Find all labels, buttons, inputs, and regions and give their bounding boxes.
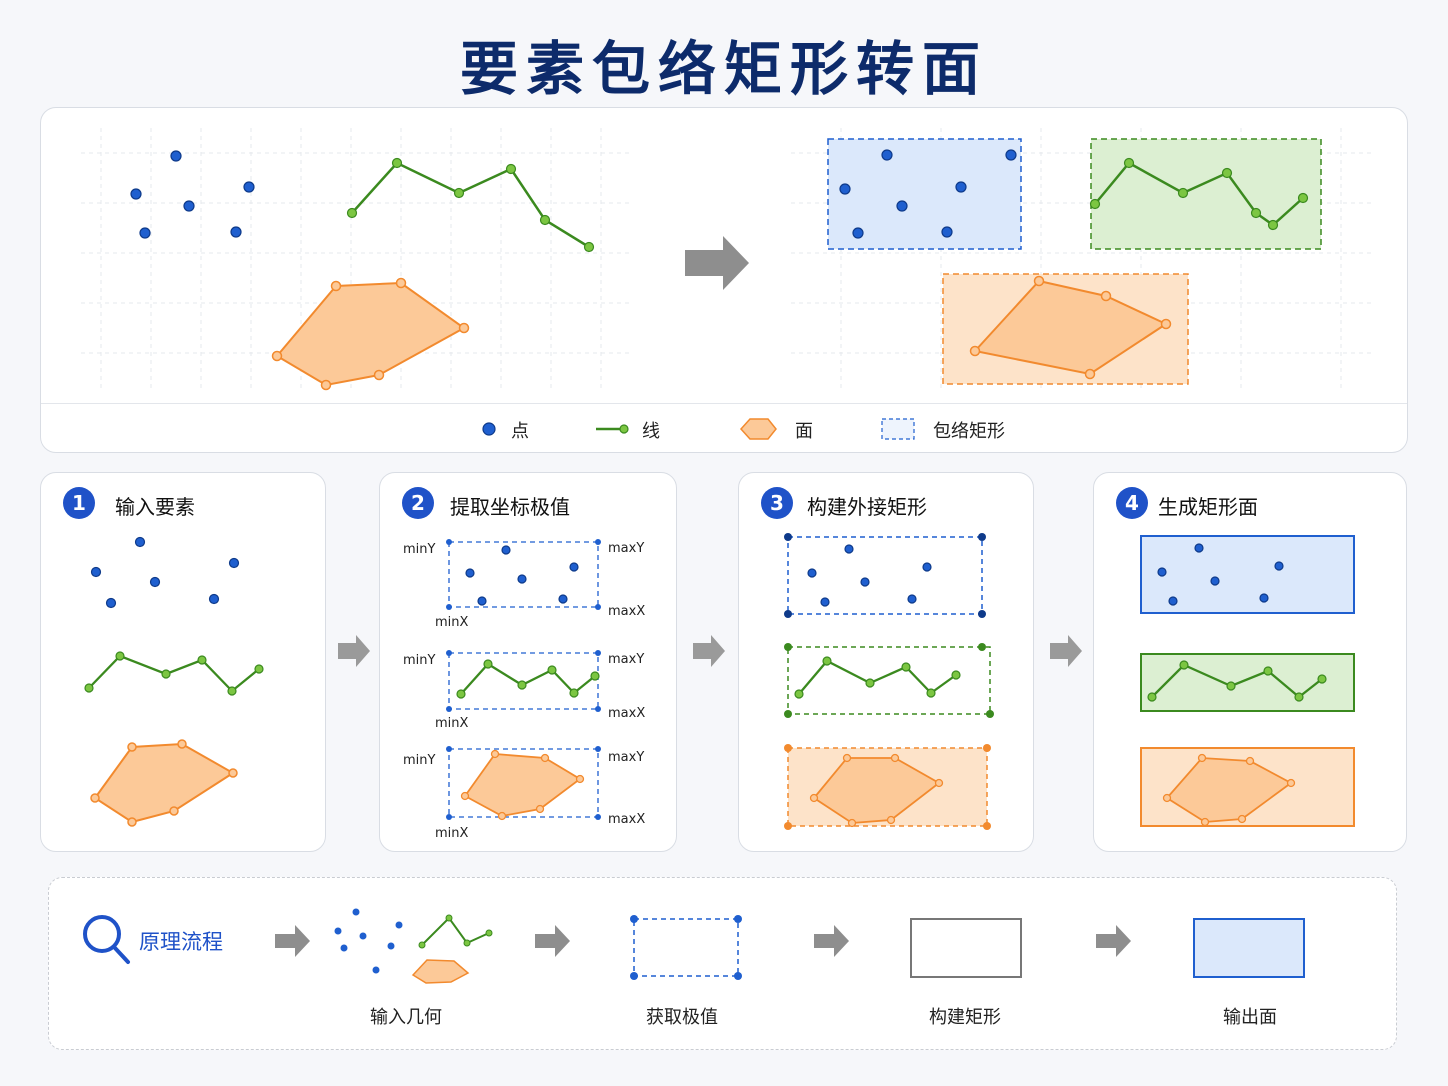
max-y-label: maxY — [608, 750, 644, 765]
legend-line-label: 线 — [642, 421, 660, 442]
step-title: 提取坐标极值 — [450, 495, 570, 519]
right-arrow-icon — [814, 925, 849, 957]
step-number-badge: 2 — [402, 487, 434, 519]
flow-title: 原理流程 — [139, 930, 223, 954]
mini-build-rect — [910, 918, 1022, 978]
input-polygon — [271, 277, 470, 391]
min-y-label: minY — [403, 653, 436, 668]
overview-diagram — [81, 128, 1371, 440]
mini-output-face — [1193, 918, 1305, 978]
right-arrow-icon — [1050, 635, 1082, 667]
right-arrow-icon — [275, 925, 310, 957]
flow-stage-label: 输入几何 — [370, 1007, 442, 1028]
transform-arrow-icon — [685, 236, 749, 290]
magnifier-icon — [83, 915, 130, 964]
flow-stage-label: 构建矩形 — [929, 1007, 1001, 1028]
step-title: 输入要素 — [115, 495, 195, 519]
step-input-diagram — [84, 536, 264, 827]
mini-extent-rect — [630, 915, 742, 980]
polygon-envelope — [942, 273, 1189, 385]
step-build-diagram — [784, 533, 994, 830]
min-y-label: minY — [403, 753, 436, 768]
step-generate-diagram — [1140, 535, 1355, 827]
step-title: 构建外接矩形 — [807, 495, 927, 519]
min-x-label: minX — [435, 615, 469, 630]
step-number-badge: 1 — [63, 487, 95, 519]
legend-envelope-icon — [881, 418, 915, 440]
overview-panel: 点 线 面 包络矩形 — [40, 107, 1408, 453]
max-y-label: maxY — [608, 541, 644, 556]
right-arrow-icon — [693, 635, 725, 667]
step-card-extract: 2 提取坐标极值 minY maxY maxX minX minY maxY — [379, 472, 677, 852]
step-title: 生成矩形面 — [1158, 495, 1258, 519]
max-y-label: maxY — [608, 652, 644, 667]
legend-divider — [41, 403, 1407, 404]
min-y-label: minY — [403, 542, 436, 557]
right-arrow-icon — [535, 925, 570, 957]
step-extract-diagram: minY maxY maxX minX minY maxY maxX minX … — [403, 539, 645, 841]
legend-envelope-label: 包络矩形 — [933, 421, 1005, 442]
min-x-label: minX — [435, 716, 469, 731]
max-x-label: maxX — [608, 706, 645, 721]
input-points — [130, 150, 255, 239]
step-card-input: 1 输入要素 — [40, 472, 326, 852]
line-envelope — [1089, 138, 1322, 250]
step-number-badge: 4 — [1116, 487, 1148, 519]
step-card-generate: 4 生成矩形面 — [1093, 472, 1407, 852]
legend-point-label: 点 — [511, 421, 529, 442]
legend-polygon-icon — [739, 418, 777, 440]
legend-polygon-label: 面 — [795, 421, 813, 442]
max-x-label: maxX — [608, 604, 645, 619]
right-arrow-icon — [1096, 925, 1131, 957]
points-envelope — [827, 138, 1022, 250]
flow-stage-label: 输出面 — [1223, 1007, 1277, 1028]
flow-diagram — [83, 908, 1305, 984]
mini-input-geometry — [334, 908, 493, 984]
min-x-label: minX — [435, 826, 469, 841]
input-line — [346, 157, 595, 253]
right-arrow-icon — [338, 635, 370, 667]
page-title: 要素包络矩形转面 — [459, 35, 988, 103]
step-number-badge: 3 — [761, 487, 793, 519]
flow-stage-label: 获取极值 — [646, 1007, 718, 1028]
step-card-build: 3 构建外接矩形 — [738, 472, 1034, 852]
max-x-label: maxX — [608, 812, 645, 827]
legend-line-icon — [596, 424, 629, 434]
principle-flow-panel: 原理流程 输入几何 获取极值 构建矩形 输出面 — [48, 877, 1397, 1050]
legend-point-icon — [482, 422, 496, 436]
